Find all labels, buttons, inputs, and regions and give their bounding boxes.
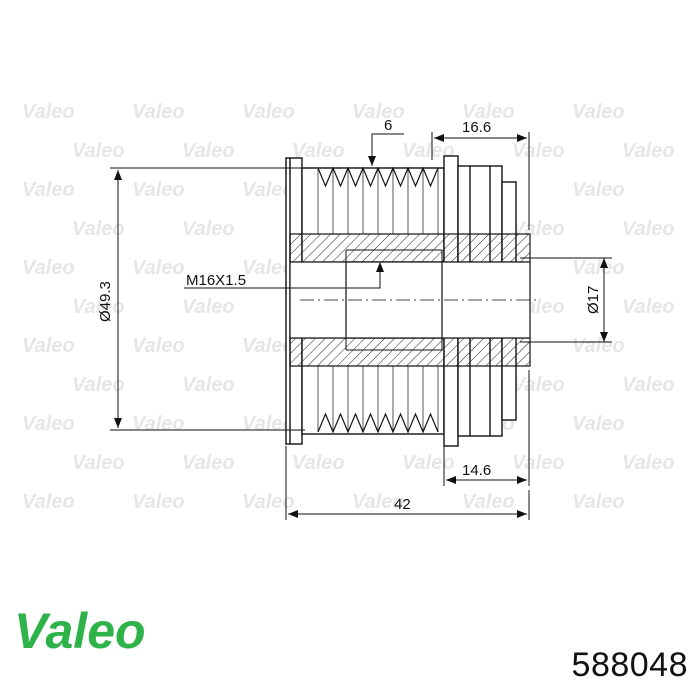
watermark-tile: Valeo — [512, 374, 565, 396]
watermark-tile: Valeo — [132, 335, 185, 357]
watermark-tile: Valeo — [512, 452, 565, 474]
part-number: 588048 — [571, 646, 688, 684]
watermark-tile: Valeo — [352, 491, 405, 513]
watermark-tile: Valeo — [402, 452, 455, 474]
watermark-tile: Valeo — [622, 374, 675, 396]
watermark-tile: Valeo — [22, 257, 75, 279]
watermark-tile: Valeo — [242, 179, 295, 201]
watermark-tile: Valeo — [22, 335, 75, 357]
watermark-tile: Valeo — [402, 140, 455, 162]
dimension-lines — [110, 132, 612, 520]
watermark-tile: Valeo — [132, 101, 185, 123]
watermark-tile: Valeo — [462, 491, 515, 513]
watermark-tile: Valeo — [622, 140, 675, 162]
dimension-arrows — [114, 134, 608, 518]
dim-thread: M16X1.5 — [186, 272, 246, 289]
watermark-tile: Valeo — [572, 179, 625, 201]
watermark-tile: Valeo — [72, 452, 125, 474]
watermark-tile: Valeo — [572, 101, 625, 123]
dim-outer-diameter: Ø49.3 — [97, 281, 114, 322]
watermark-tile: Valeo — [182, 374, 235, 396]
dim-total-length: 42 — [394, 496, 411, 513]
watermark-tile: Valeo — [242, 257, 295, 279]
watermark-tile: Valeo — [622, 218, 675, 240]
watermark-tile: Valeo — [572, 257, 625, 279]
watermark-tile: Valeo — [242, 335, 295, 357]
watermark-tile: Valeo — [22, 413, 75, 435]
watermark-tile: Valeo — [22, 179, 75, 201]
watermark-tile: Valeo — [572, 413, 625, 435]
watermark-tile: Valeo — [132, 413, 185, 435]
watermark-tile: Valeo — [182, 140, 235, 162]
watermark-tile: Valeo — [72, 296, 125, 318]
watermark-tile: Valeo — [72, 374, 125, 396]
watermark-tile: Valeo — [512, 140, 565, 162]
watermark-tile: Valeo — [242, 491, 295, 513]
belt-ribs-top — [317, 166, 439, 234]
watermark-tile: Valeo — [132, 257, 185, 279]
watermark-tile: Valeo — [622, 296, 675, 318]
watermark-tile: Valeo — [182, 452, 235, 474]
watermark-tile: Valeo — [572, 491, 625, 513]
watermark-tile: Valeo — [622, 452, 675, 474]
belt-ribs-bottom — [317, 366, 439, 434]
watermark-tile: Valeo — [182, 296, 235, 318]
watermark-tile: Valeo — [22, 491, 75, 513]
section-cut — [289, 233, 540, 367]
watermark-tile: Valeo — [292, 140, 345, 162]
watermark-tile: Valeo — [352, 101, 405, 123]
watermark-tile: Valeo — [132, 491, 185, 513]
dim-inner-diameter: Ø17 — [585, 286, 602, 314]
watermark-tile: Valeo — [132, 179, 185, 201]
watermark-tile: Valeo — [292, 452, 345, 474]
watermark-tile: Valeo — [182, 218, 235, 240]
dim-groove-width: 6 — [384, 117, 392, 134]
watermark-tile: Valeo — [242, 101, 295, 123]
watermark-tile: Valeo — [72, 140, 125, 162]
watermark-tile: Valeo — [572, 335, 625, 357]
dim-right-width-bottom: 14.6 — [462, 462, 491, 479]
dim-right-width-top: 16.6 — [462, 119, 491, 136]
watermark-tile: Valeo — [22, 101, 75, 123]
watermark-tile: Valeo — [72, 218, 125, 240]
valeo-logo-text: Valeo — [14, 603, 146, 659]
watermark-tile: Valeo — [462, 101, 515, 123]
valeo-logo: Valeo — [14, 603, 146, 659]
